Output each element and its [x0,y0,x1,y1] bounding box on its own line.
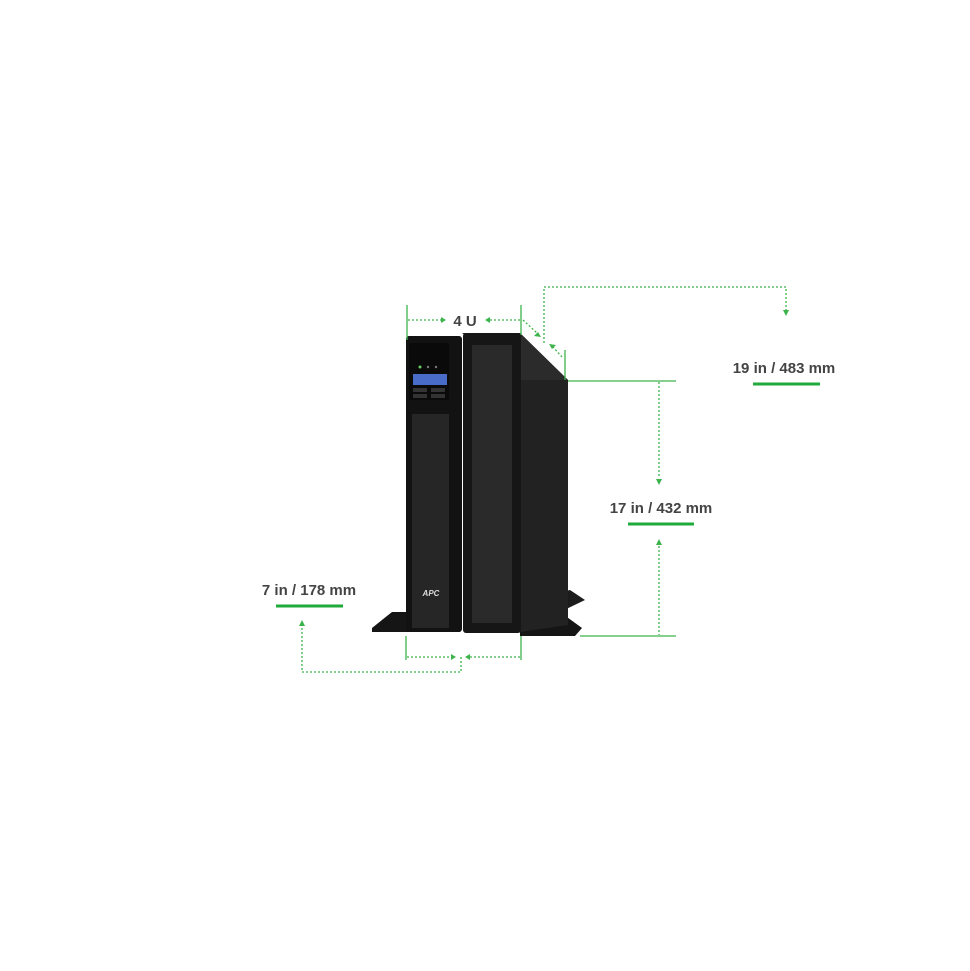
lcd-display [413,374,447,385]
width-dimension: 19 in / 483 mm [522,286,836,386]
right-vent-grille [472,345,512,623]
depth-dimension: 17 in / 432 mm [568,380,713,637]
apc-logo: APC [422,589,440,598]
height-label: 7 in / 178 mm [262,582,356,599]
control-panel [409,343,449,400]
rack-units-label: 4 U [453,313,476,330]
rack-units-dimension: 4 U [406,305,522,340]
height-dimension: 7 in / 178 mm [262,582,522,673]
depth-label: 17 in / 432 mm [610,500,713,517]
left-vent-grille [412,414,449,628]
width-label: 19 in / 483 mm [733,360,836,377]
ups-device: APC [372,333,585,636]
